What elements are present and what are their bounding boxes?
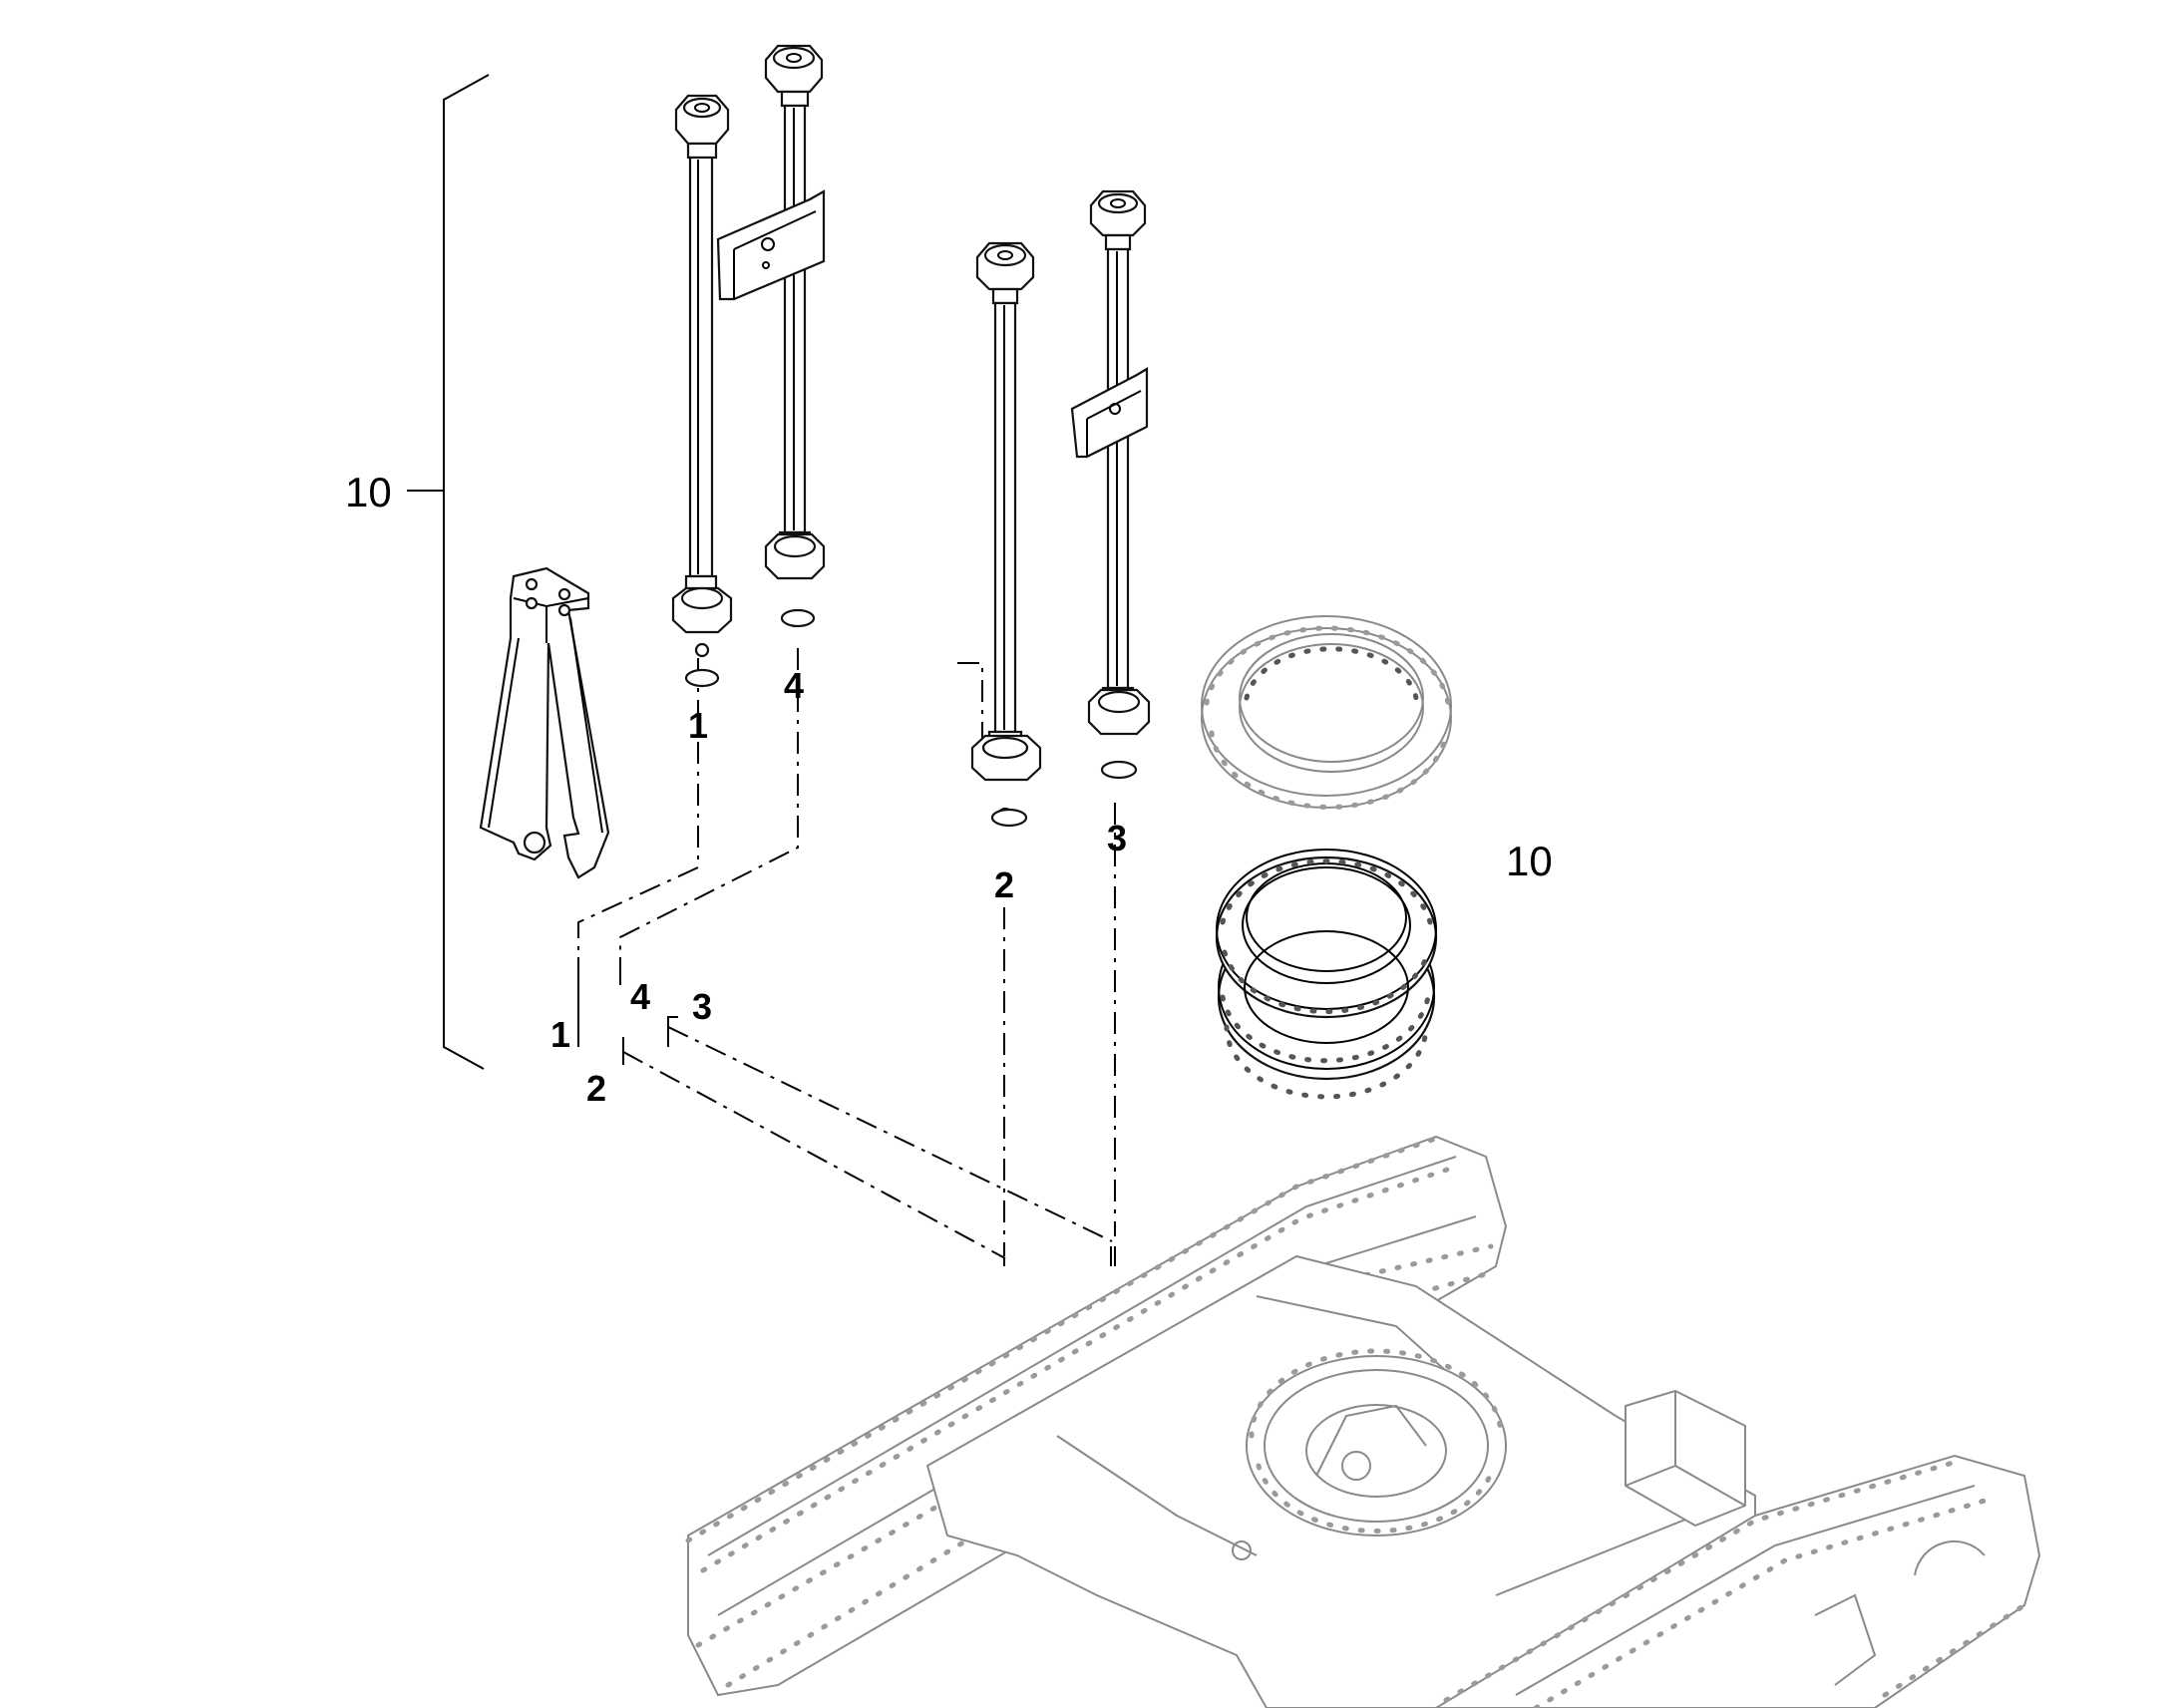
crawler-undercarriage-icon (685, 1134, 2041, 1708)
callout-pos-3-bottom: 3 (692, 986, 712, 1027)
callout-assembly-left: 10 (345, 469, 392, 515)
callout-pos-1-bottom: 1 (550, 1014, 570, 1055)
rotary-pipe-icon (671, 94, 733, 658)
leader-lines (407, 74, 1116, 1266)
slewing-ring-icon (1215, 849, 1438, 1100)
callout-pos-4-top: 4 (784, 665, 804, 706)
rotary-pipe-icon (1070, 189, 1151, 779)
o-ring-icon (1100, 760, 1138, 780)
rotary-pipe-icon (970, 241, 1042, 825)
callout-pos-2-bottom: 2 (586, 1068, 606, 1109)
callout-assembly-ring: 10 (1506, 838, 1553, 884)
o-ring-icon (780, 608, 816, 628)
callout-pos-2-top: 2 (994, 864, 1014, 905)
slewing-ring-icon (1201, 615, 1452, 810)
rotary-pipe-icon (716, 44, 826, 628)
o-ring-icon (684, 668, 720, 688)
o-ring-icon (990, 808, 1028, 828)
callout-pos-3-top: 3 (1107, 818, 1127, 858)
car-body-frame (925, 1254, 1756, 1708)
callout-pos-4-bottom: 4 (630, 976, 650, 1017)
right-track (1434, 1454, 2041, 1708)
callout-pos-1-top: 1 (688, 705, 708, 746)
lifting-tool-icon (479, 566, 610, 879)
